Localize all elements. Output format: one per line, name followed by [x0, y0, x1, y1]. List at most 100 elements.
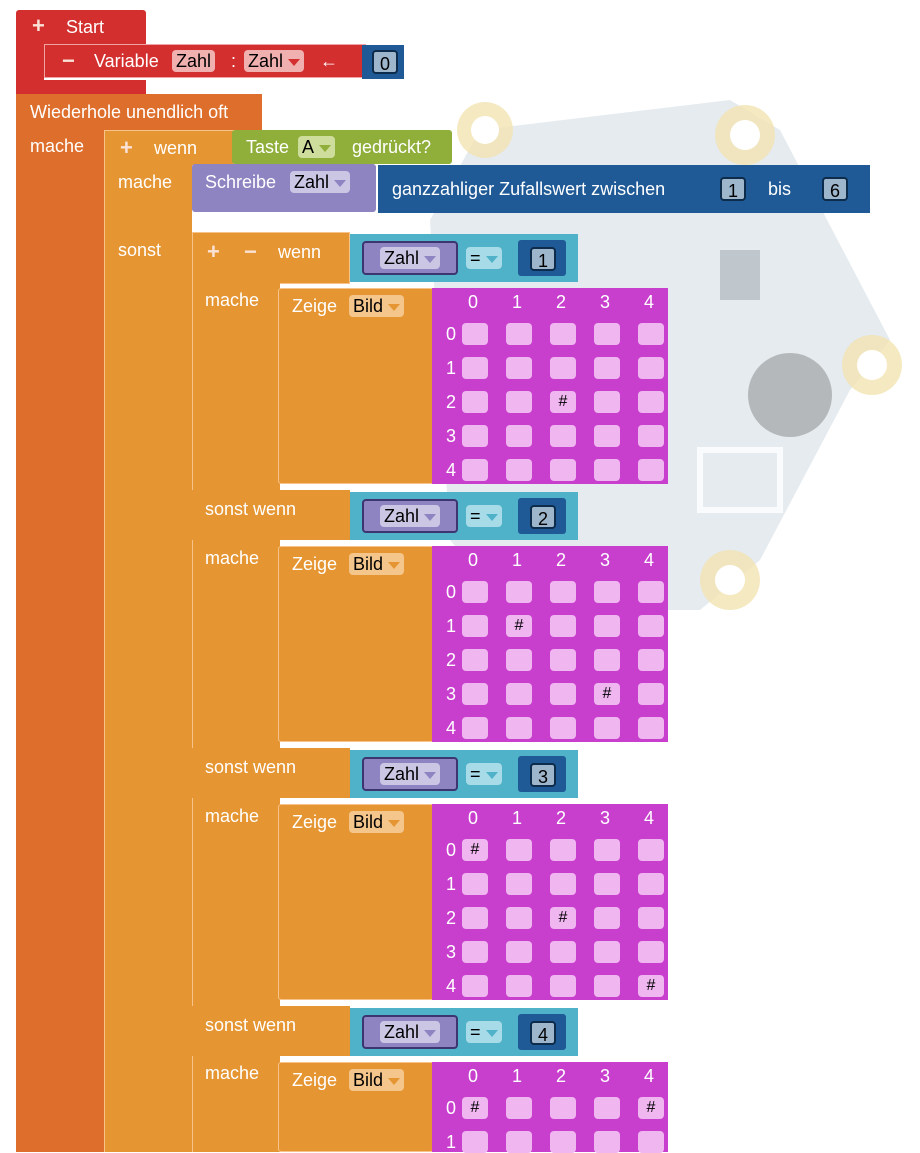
forever-loop-block[interactable] — [16, 94, 262, 130]
show-image-block-1[interactable] — [278, 288, 434, 484]
led-cell[interactable] — [550, 717, 576, 739]
show-image-block-3[interactable] — [278, 804, 434, 1000]
led-cell[interactable] — [462, 941, 488, 963]
led-cell[interactable] — [550, 941, 576, 963]
led-cell[interactable] — [462, 391, 488, 413]
image-matrix-1[interactable] — [432, 288, 668, 484]
led-cell[interactable] — [506, 581, 532, 603]
plus-icon[interactable]: + — [207, 239, 220, 264]
led-cell[interactable] — [594, 941, 620, 963]
led-cell[interactable] — [550, 323, 576, 345]
compare-variable-dropdown[interactable]: Zahl — [380, 505, 441, 527]
led-cell[interactable] — [550, 649, 576, 671]
show-image-block-4[interactable] — [278, 1062, 434, 1152]
led-cell[interactable] — [506, 683, 532, 705]
led-cell[interactable] — [506, 1131, 532, 1153]
led-cell[interactable] — [594, 1131, 620, 1153]
led-cell[interactable] — [550, 873, 576, 895]
led-cell[interactable] — [638, 839, 664, 861]
led-cell[interactable] — [462, 357, 488, 379]
led-cell[interactable] — [506, 649, 532, 671]
led-cell[interactable] — [462, 581, 488, 603]
led-cell[interactable] — [462, 873, 488, 895]
led-cell[interactable]: # — [638, 1097, 664, 1119]
led-cell[interactable] — [594, 975, 620, 997]
led-cell[interactable] — [506, 941, 532, 963]
random-int-block[interactable] — [378, 165, 870, 213]
compare-variable-dropdown[interactable]: Zahl — [380, 763, 441, 785]
compare-variable-dropdown[interactable]: Zahl — [380, 1021, 441, 1043]
led-cell[interactable] — [638, 1131, 664, 1153]
compare-operator-dropdown[interactable]: = — [466, 1021, 502, 1043]
led-cell[interactable] — [638, 459, 664, 481]
compare-number-field[interactable]: 3 — [530, 763, 556, 787]
led-cell[interactable] — [462, 459, 488, 481]
led-cell[interactable] — [594, 581, 620, 603]
random-max-field[interactable]: 6 — [822, 177, 848, 201]
led-cell[interactable] — [594, 615, 620, 637]
led-cell[interactable] — [638, 649, 664, 671]
compare-number-field[interactable]: 4 — [530, 1021, 556, 1045]
led-cell[interactable] — [506, 975, 532, 997]
minus-icon[interactable]: − — [62, 48, 75, 73]
led-cell[interactable] — [550, 459, 576, 481]
show-type-dropdown[interactable]: Bild — [349, 811, 405, 833]
led-cell[interactable] — [462, 975, 488, 997]
show-image-block-2[interactable] — [278, 546, 434, 742]
compare-number-field[interactable]: 2 — [530, 505, 556, 529]
led-cell[interactable] — [506, 717, 532, 739]
led-cell[interactable]: # — [462, 839, 488, 861]
led-cell[interactable] — [638, 683, 664, 705]
start-block[interactable] — [16, 10, 146, 44]
led-cell[interactable] — [638, 581, 664, 603]
image-matrix-2[interactable] — [432, 546, 668, 742]
if-elseif-block[interactable] — [192, 232, 350, 284]
compare-operator-dropdown[interactable]: = — [466, 505, 502, 527]
led-cell[interactable] — [506, 1097, 532, 1119]
image-matrix-3[interactable] — [432, 804, 668, 1000]
initial-value-field[interactable]: 0 — [372, 50, 398, 74]
show-type-dropdown[interactable]: Bild — [349, 1069, 405, 1091]
led-cell[interactable] — [462, 717, 488, 739]
led-cell[interactable] — [550, 615, 576, 637]
write-variable-dropdown[interactable]: Zahl — [290, 171, 351, 193]
led-cell[interactable] — [638, 357, 664, 379]
led-cell[interactable] — [550, 683, 576, 705]
led-cell[interactable] — [462, 907, 488, 929]
led-cell[interactable] — [462, 649, 488, 671]
led-cell[interactable] — [638, 717, 664, 739]
led-cell[interactable] — [550, 1097, 576, 1119]
led-cell[interactable] — [594, 357, 620, 379]
led-cell[interactable] — [506, 425, 532, 447]
led-cell[interactable] — [594, 717, 620, 739]
led-cell[interactable] — [462, 1131, 488, 1153]
led-cell[interactable] — [638, 391, 664, 413]
led-cell[interactable] — [506, 323, 532, 345]
led-cell[interactable] — [462, 425, 488, 447]
show-type-dropdown[interactable]: Bild — [349, 553, 405, 575]
led-cell[interactable]: # — [550, 391, 576, 413]
button-pressed-block[interactable] — [232, 130, 452, 164]
led-cell[interactable] — [638, 323, 664, 345]
led-cell[interactable] — [594, 907, 620, 929]
variable-name-field[interactable]: Zahl — [172, 50, 216, 72]
compare-number-field[interactable]: 1 — [530, 247, 556, 271]
led-cell[interactable] — [506, 839, 532, 861]
led-cell[interactable] — [462, 615, 488, 637]
led-cell[interactable] — [550, 581, 576, 603]
led-cell[interactable] — [638, 907, 664, 929]
plus-icon[interactable]: + — [120, 135, 133, 160]
variable-type-dropdown[interactable]: Zahl — [244, 50, 305, 72]
show-type-dropdown[interactable]: Bild — [349, 295, 405, 317]
led-cell[interactable] — [594, 873, 620, 895]
led-cell[interactable] — [594, 425, 620, 447]
led-cell[interactable] — [594, 1097, 620, 1119]
led-cell[interactable] — [638, 941, 664, 963]
led-cell[interactable] — [550, 839, 576, 861]
compare-operator-dropdown[interactable]: = — [466, 247, 502, 269]
led-cell[interactable] — [506, 873, 532, 895]
led-cell[interactable] — [506, 459, 532, 481]
minus-icon[interactable]: − — [244, 239, 257, 264]
led-cell[interactable] — [506, 357, 532, 379]
plus-icon[interactable]: + — [32, 13, 45, 38]
